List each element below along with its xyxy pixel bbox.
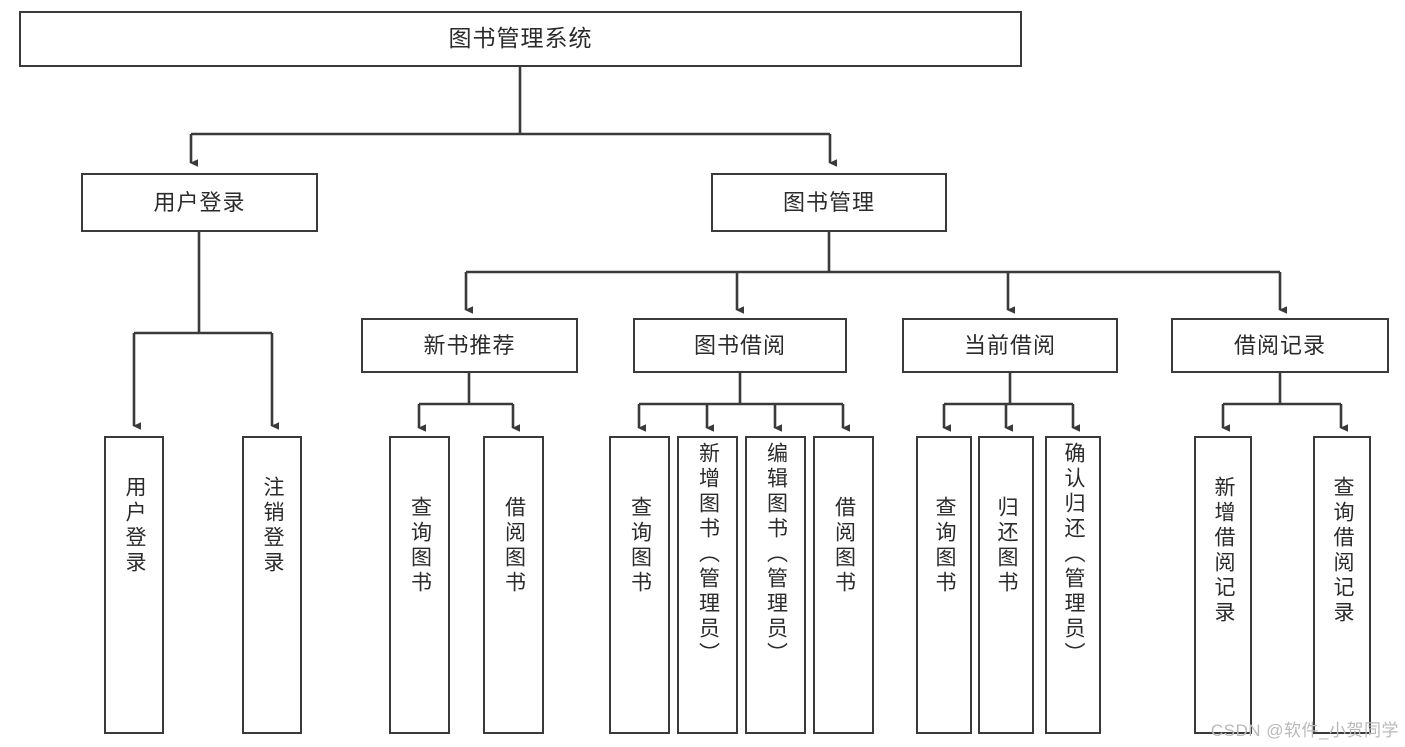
leaf-query-book-2-label: 查询图书 bbox=[628, 496, 652, 596]
leaf-borrow-book-2[interactable]: 借阅图书 bbox=[813, 436, 874, 734]
leaf-user-login[interactable]: 用户登录 bbox=[104, 436, 164, 734]
leaf-add-record-label: 新增借阅记录 bbox=[1212, 476, 1236, 626]
node-user-login-label: 用户登录 bbox=[153, 189, 246, 215]
node-borrow-record-label: 借阅记录 bbox=[1233, 332, 1326, 358]
leaf-borrow-book-1-label: 借阅图书 bbox=[502, 496, 526, 596]
node-root-label: 图书管理系统 bbox=[448, 25, 593, 52]
node-book-borrow-label: 图书借阅 bbox=[693, 332, 786, 358]
node-book-manage[interactable]: 图书管理 bbox=[711, 173, 947, 232]
node-current-borrow[interactable]: 当前借阅 bbox=[902, 318, 1118, 373]
node-borrow-record[interactable]: 借阅记录 bbox=[1171, 318, 1389, 373]
node-user-login[interactable]: 用户登录 bbox=[81, 173, 318, 232]
node-book-manage-label: 图书管理 bbox=[782, 189, 875, 215]
leaf-borrow-book-1[interactable]: 借阅图书 bbox=[483, 436, 544, 734]
leaf-user-logout[interactable]: 注销登录 bbox=[242, 436, 302, 734]
node-new-book-recommend-label: 新书推荐 bbox=[423, 332, 516, 358]
leaf-add-book-label: 新增图书（管理员） bbox=[696, 442, 720, 667]
leaf-query-book-2[interactable]: 查询图书 bbox=[609, 436, 670, 734]
leaf-user-login-label: 用户登录 bbox=[123, 476, 147, 576]
leaf-confirm-return[interactable]: 确认归还（管理员） bbox=[1045, 436, 1101, 734]
leaf-query-book-1-label: 查询图书 bbox=[408, 496, 432, 596]
node-new-book-recommend[interactable]: 新书推荐 bbox=[361, 318, 578, 373]
leaf-query-book-3-label: 查询图书 bbox=[933, 496, 957, 596]
watermark: CSDN @软件_小贺同学 bbox=[1210, 721, 1399, 740]
leaf-add-book[interactable]: 新增图书（管理员） bbox=[677, 436, 738, 734]
leaf-edit-book[interactable]: 编辑图书（管理员） bbox=[745, 436, 806, 734]
leaf-user-logout-label: 注销登录 bbox=[261, 476, 285, 576]
leaf-confirm-return-label: 确认归还（管理员） bbox=[1062, 442, 1086, 667]
leaf-add-record[interactable]: 新增借阅记录 bbox=[1194, 436, 1252, 734]
leaf-query-book-3[interactable]: 查询图书 bbox=[916, 436, 972, 734]
leaf-return-book[interactable]: 归还图书 bbox=[978, 436, 1034, 734]
leaf-query-book-1[interactable]: 查询图书 bbox=[389, 436, 450, 734]
leaf-return-book-label: 归还图书 bbox=[995, 496, 1019, 596]
node-current-borrow-label: 当前借阅 bbox=[963, 332, 1056, 358]
node-root[interactable]: 图书管理系统 bbox=[19, 11, 1022, 67]
leaf-borrow-book-2-label: 借阅图书 bbox=[832, 496, 856, 596]
leaf-query-record-label: 查询借阅记录 bbox=[1331, 476, 1355, 626]
leaf-query-record[interactable]: 查询借阅记录 bbox=[1313, 436, 1371, 734]
leaf-edit-book-label: 编辑图书（管理员） bbox=[764, 442, 788, 667]
node-book-borrow[interactable]: 图书借阅 bbox=[633, 318, 847, 373]
